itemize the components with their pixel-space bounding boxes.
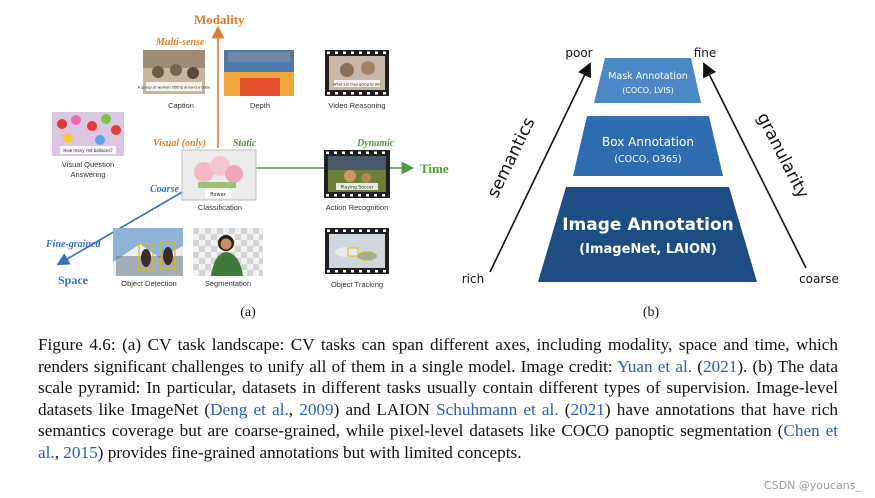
caption-text: , <box>54 442 64 462</box>
vqa-task-label-line2: Answering <box>70 170 105 179</box>
classification-thumbnail-text: flower <box>210 192 226 198</box>
mask-annotation-sub: (COCO, LVIS) <box>622 86 674 95</box>
caption-text: , <box>288 399 300 419</box>
coarse-label: Coarse <box>150 184 179 195</box>
caption-text: Figure 4.6: (a) CV task landscape: CV ta… <box>38 335 838 376</box>
object-detection-task-label: Object Detection <box>121 279 176 288</box>
caption-thumbnail: A group of women sitting around a table <box>138 50 211 94</box>
mask-annotation-level <box>594 58 701 103</box>
semantics-arrow <box>489 62 592 273</box>
depth-task-label: Depth <box>250 101 270 110</box>
figure-caption: Figure 4.6: (a) CV task landscape: CV ta… <box>38 334 838 464</box>
object-tracking-task-label: Object Tracking <box>331 280 383 289</box>
space-axis <box>56 183 197 266</box>
citation-link[interactable]: Deng et al. <box>210 399 289 419</box>
rich-label: rich <box>462 272 484 286</box>
vqa-thumbnail-text: How many red balloons? <box>63 148 112 153</box>
citation-link[interactable]: 2021 <box>702 356 738 376</box>
image-annotation-title: Image Annotation <box>562 215 734 235</box>
figure-panels: Modality Time Space Multi-sense Visual (… <box>45 12 839 320</box>
depth-thumbnail <box>224 50 294 96</box>
modality-axis-label: Modality <box>194 12 245 27</box>
watermark: CSDN @youcans_ <box>763 479 861 492</box>
caption-text: ). (b) The data scale pyramid: In partic… <box>38 356 838 419</box>
visual-only-label: Visual (only) <box>153 138 206 149</box>
caption-text: ) have annotations that have rich semant… <box>38 399 838 441</box>
object-detection-thumbnail <box>113 228 183 276</box>
panel-a: Modality Time Space Multi-sense Visual (… <box>45 12 449 320</box>
granularity-arrow <box>703 62 807 269</box>
image-annotation-level <box>538 187 757 282</box>
citation-link[interactable]: Schuhmann et al. <box>436 399 559 419</box>
caption-text: ( <box>558 399 571 419</box>
classification-thumbnail: flower <box>181 149 257 201</box>
multi-sense-label: Multi-sense <box>155 37 205 48</box>
fine-label: fine <box>694 46 717 60</box>
granularity-axis-label: granularity <box>752 110 812 202</box>
poor-label: poor <box>565 46 592 60</box>
caption-text: ) provides fine-grained annotations but … <box>97 442 522 462</box>
vqa-task-label-line1: Visual Question <box>62 160 114 169</box>
caption-task-label: Caption <box>168 101 194 110</box>
citation-link[interactable]: Yuan et al. <box>617 356 693 376</box>
mask-annotation-title: Mask Annotation <box>608 71 688 82</box>
box-annotation-sub: (COCO, O365) <box>614 154 681 165</box>
video-reasoning-thumbnail-text: What are they going to do? <box>333 83 381 87</box>
action-recognition-thumbnail-text: Playing Soccer <box>341 185 374 191</box>
citation-link[interactable]: 2021 <box>570 399 605 419</box>
box-annotation-level <box>573 116 723 176</box>
segmentation-task-label: Segmentation <box>205 279 251 288</box>
dynamic-label: Dynamic <box>356 138 395 149</box>
citation-link[interactable]: 2015 <box>63 442 98 462</box>
image-annotation-sub: (ImageNet, LAION) <box>579 242 717 257</box>
caption-text: ) and LAION <box>333 399 437 419</box>
citation-link[interactable]: 2009 <box>299 399 334 419</box>
classification-task-label: Classification <box>198 203 242 212</box>
space-axis-label: Space <box>58 273 89 287</box>
panel-b: poor fine rich coarse semantics granular… <box>462 46 839 320</box>
box-annotation-title: Box Annotation <box>602 135 694 149</box>
static-label: Static <box>233 138 257 149</box>
caption-thumbnail-text: A group of women sitting around a table <box>138 86 211 90</box>
video-reasoning-thumbnail: What are they going to do? <box>325 50 389 96</box>
fine-grained-label: Fine-grained <box>45 239 101 250</box>
object-tracking-thumbnail <box>325 228 389 274</box>
citation-link[interactable]: Chen et al. <box>38 421 838 462</box>
action-recognition-thumbnail: Playing Soccer <box>324 150 390 198</box>
vqa-thumbnail: How many red balloons? <box>52 112 124 156</box>
coarse-label-b: coarse <box>799 272 839 286</box>
panel-a-label: (a) <box>240 305 256 320</box>
action-recognition-task-label: Action Recognition <box>326 203 389 212</box>
panel-b-label: (b) <box>643 305 660 320</box>
caption-text: ( <box>692 356 703 376</box>
video-reasoning-task-label: Video Reasoning <box>329 101 386 110</box>
segmentation-thumbnail <box>193 228 263 276</box>
time-axis-label: Time <box>420 161 449 176</box>
